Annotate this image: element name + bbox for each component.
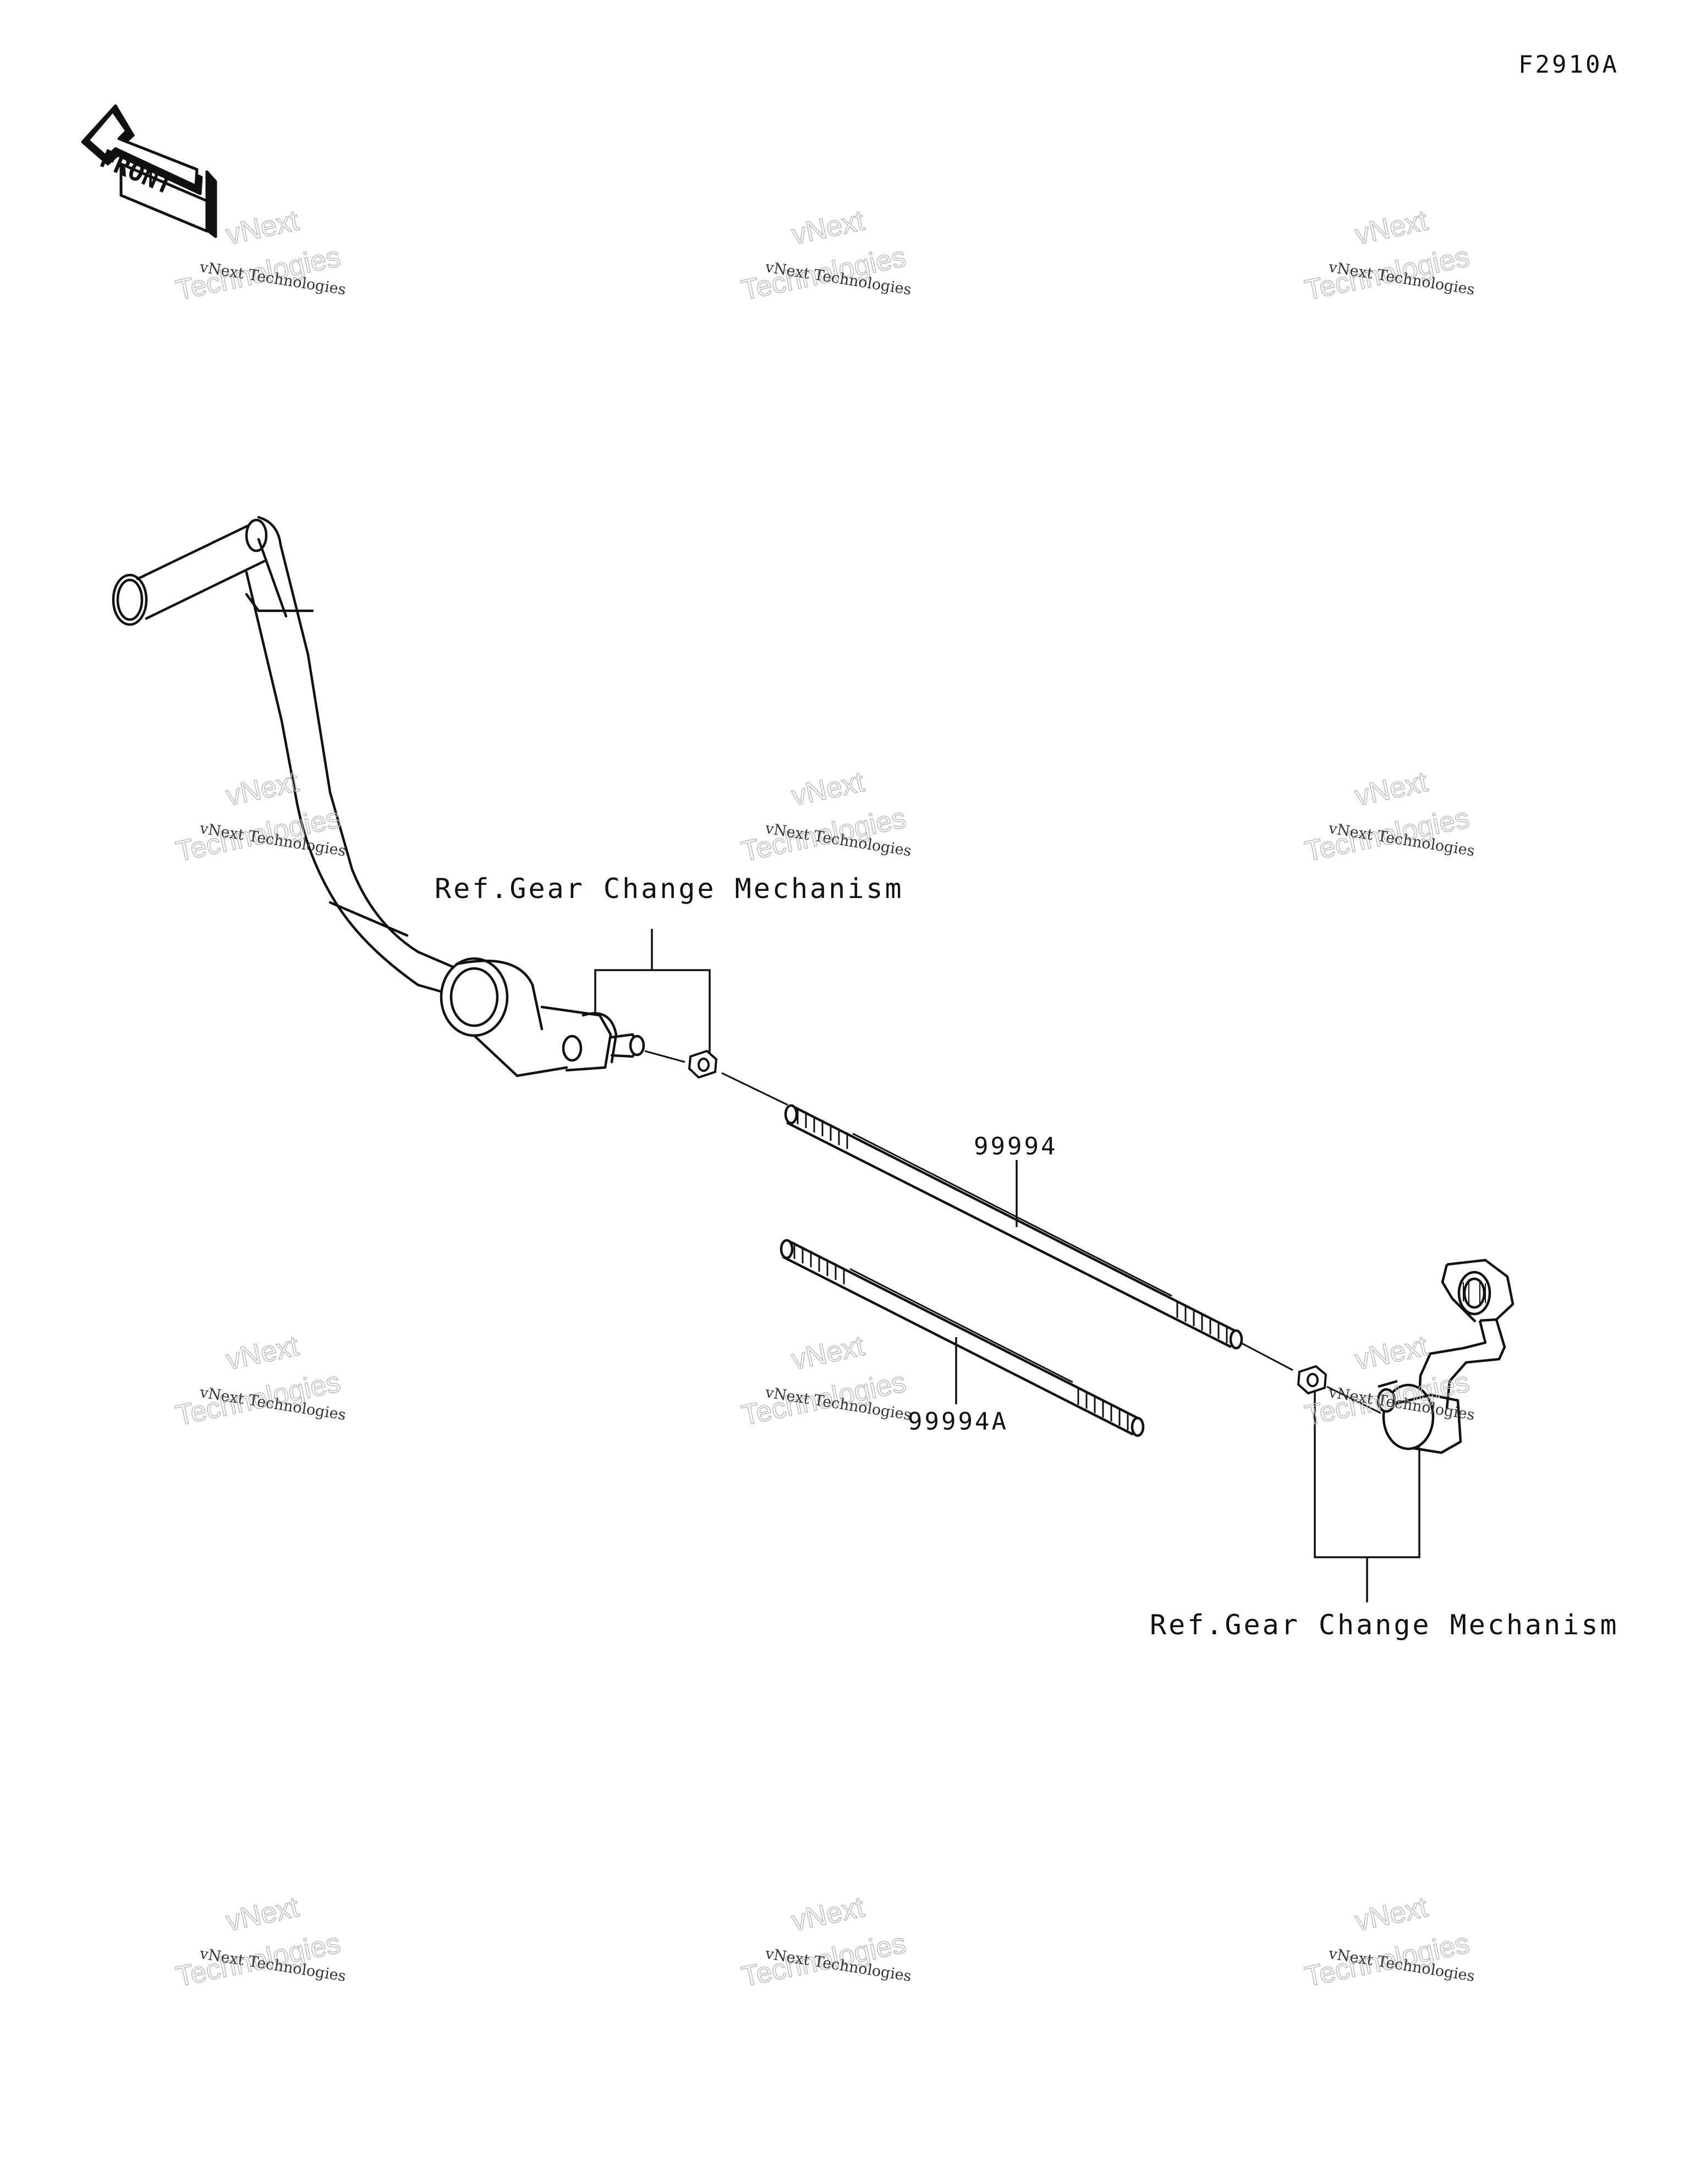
axis-line-lower — [1240, 1342, 1381, 1414]
svg-text:vNext: vNext — [789, 766, 868, 812]
callout-bracket-top — [594, 929, 711, 1057]
watermark: vNext Technologies vNext Technologies — [1302, 204, 1476, 307]
axis-line-upper — [644, 1050, 788, 1106]
watermark: vNext Technologies vNext Technologies — [1302, 765, 1476, 868]
nut-lower — [1297, 1365, 1327, 1395]
shift-rod-99994 — [784, 1104, 1243, 1350]
svg-text:vNext: vNext — [789, 1891, 868, 1937]
shift-shaft-arm — [1376, 1258, 1515, 1454]
watermark: vNext Technologies vNext Technologies — [173, 765, 347, 868]
svg-text:vNext: vNext — [223, 1330, 302, 1376]
callout-ref-top: Ref.Gear Change Mechanism — [435, 873, 904, 905]
svg-text:vNext: vNext — [1352, 1891, 1431, 1937]
watermark: vNext Technologies vNext Technologies — [173, 1329, 347, 1432]
watermark: vNext Technologies vNext Technologies — [738, 765, 913, 868]
callout-part-99994: 99994 — [974, 1132, 1057, 1161]
svg-text:vNext: vNext — [1352, 205, 1431, 251]
svg-text:vNext: vNext — [223, 1891, 302, 1937]
svg-text:vNext: vNext — [223, 766, 302, 812]
nut-upper — [688, 1049, 718, 1079]
watermark: vNext Technologies vNext Technologies — [738, 1329, 913, 1432]
svg-text:vNext: vNext — [223, 205, 302, 251]
callout-bracket-bottom — [1314, 1391, 1420, 1602]
shift-rod-99994A — [780, 1239, 1145, 1437]
callout-ref-bottom: Ref.Gear Change Mechanism — [1150, 1609, 1619, 1641]
callout-part-99994A: 99994A — [908, 1408, 1008, 1436]
svg-text:vNext: vNext — [1352, 766, 1431, 812]
figure-code: F2910A — [1518, 51, 1619, 79]
watermark-grid: vNext Technologies vNext Technologies vN… — [173, 204, 1476, 1994]
svg-text:vNext: vNext — [789, 1330, 868, 1376]
front-arrow-icon — [81, 104, 217, 238]
watermark: vNext Technologies vNext Technologies — [738, 1891, 913, 1994]
svg-text:vNext: vNext — [789, 205, 868, 251]
gear-change-pedal — [112, 516, 645, 1077]
watermark: vNext Technologies vNext Technologies — [1302, 1891, 1476, 1994]
svg-text:vNext: vNext — [1352, 1330, 1431, 1376]
watermark: vNext Technologies vNext Technologies — [173, 1891, 347, 1994]
watermark: vNext Technologies vNext Technologies — [738, 204, 913, 307]
